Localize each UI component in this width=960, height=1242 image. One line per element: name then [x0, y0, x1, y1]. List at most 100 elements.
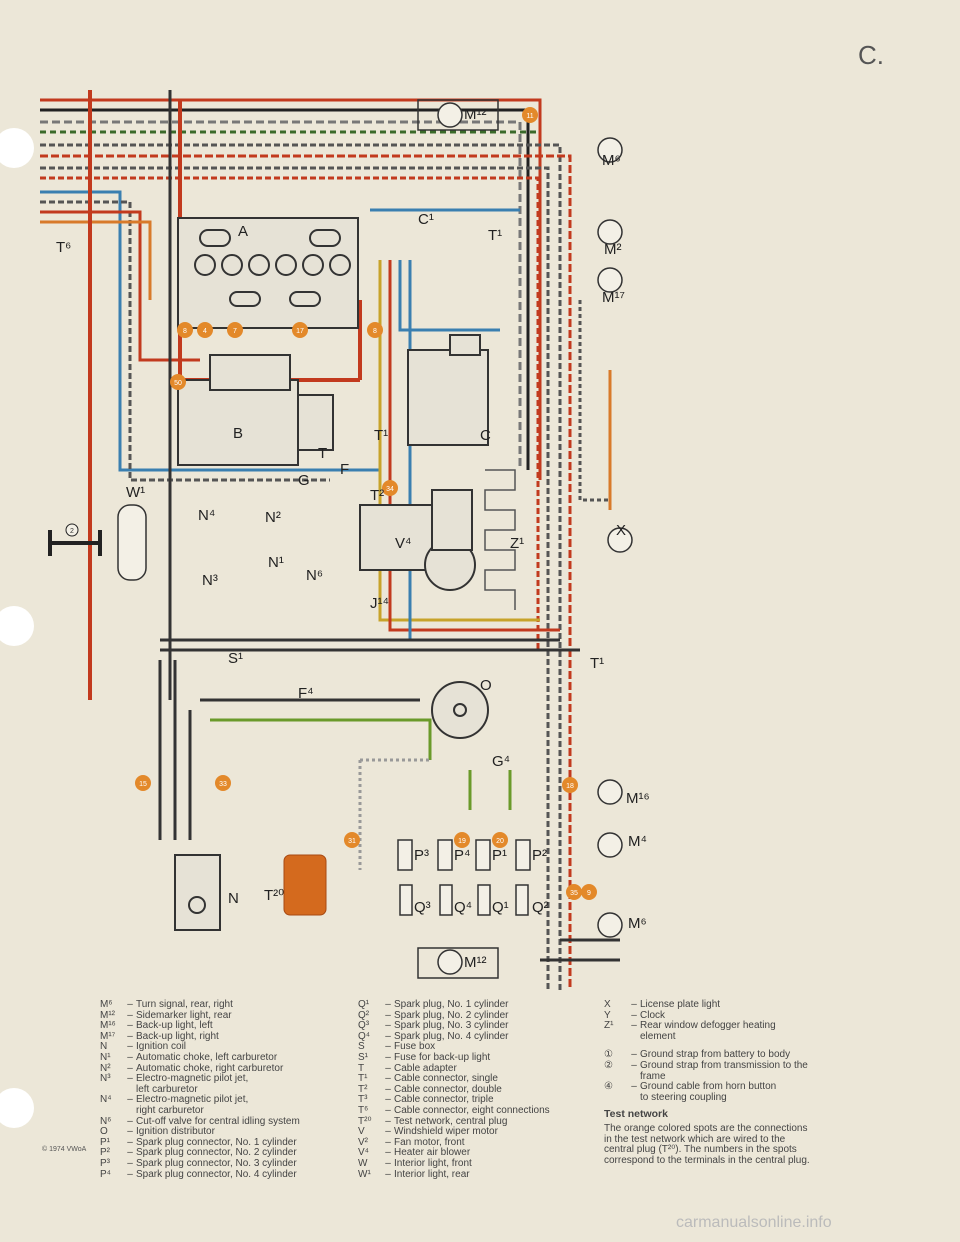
legend-row: Q⁴–Spark plug, No. 4 cylinder	[358, 1030, 509, 1042]
label-M12-bottom: M¹²	[464, 954, 487, 971]
interior-light-rear	[117, 504, 147, 581]
label-P3: P³	[414, 847, 429, 864]
spot-number: 8	[183, 328, 187, 335]
test-spot	[177, 322, 193, 338]
label-C1: C¹	[418, 211, 434, 228]
legend-row: V–Windshield wiper motor	[358, 1126, 498, 1138]
footer-watermark: carmanualsonline.info	[676, 1214, 832, 1231]
spot-number: 17	[296, 328, 304, 335]
legend-row: T–Cable adapter	[358, 1062, 457, 1074]
legend-row: T⁶–Cable connector, eight connections	[358, 1104, 550, 1116]
label-S1: S¹	[228, 650, 243, 667]
sheet-label: C.	[858, 40, 884, 70]
label-F4: F⁴	[298, 685, 314, 702]
spot-number: 15	[139, 781, 147, 788]
label-Q3: Q³	[414, 899, 431, 916]
binder-hole	[0, 128, 34, 168]
binder-hole	[0, 606, 34, 646]
legend-row: W–Interior light, front	[358, 1157, 472, 1169]
defogger-element	[484, 469, 516, 610]
label-N: N	[228, 890, 239, 907]
legend-row-continued: frame	[640, 1070, 666, 1082]
label-T1b: T¹	[374, 427, 388, 444]
ground-mark: 2	[70, 528, 74, 535]
legend-row: N–Ignition coil	[100, 1041, 187, 1053]
label-M17: M¹⁷	[602, 289, 625, 306]
label-G4: G⁴	[492, 753, 510, 770]
label-T: T	[318, 445, 327, 462]
spot-number: 20	[496, 838, 504, 845]
test-spot	[344, 832, 360, 848]
spot-number: 33	[219, 781, 227, 788]
legend-row: T³–Cable connector, triple	[358, 1094, 494, 1106]
copyright: © 1974 VWoA	[42, 1146, 87, 1153]
test-spot	[522, 107, 538, 123]
test-network-spots	[135, 107, 597, 900]
test-network-text: The orange colored spots are the connect…	[604, 1122, 810, 1166]
legend-row: Q³–Spark plug, No. 3 cylinder	[358, 1020, 509, 1032]
legend-row: Q¹–Spark plug, No. 1 cylinder	[358, 999, 509, 1010]
legend-row: Y–Clock	[604, 1009, 666, 1021]
label-T1: T¹	[488, 227, 502, 244]
spot-number: 4	[203, 328, 207, 335]
legend-row: X–License plate light	[604, 999, 721, 1010]
legend-column-2: Q¹–Spark plug, No. 1 cylinder Q²–Spark p…	[358, 999, 550, 1180]
legend-row: N¹–Automatic choke, left carburetor	[100, 1051, 278, 1063]
test-spot	[562, 777, 578, 793]
spot-number: 31	[348, 838, 356, 845]
label-M6: M⁶	[602, 152, 621, 169]
label-O: O	[480, 677, 492, 694]
test-network-title: Test network	[604, 1108, 668, 1121]
legend-row: T²⁰–Test network, central plug	[358, 1115, 508, 1127]
legend-row: P⁴–Spark plug connector, No. 4 cylinder	[100, 1168, 297, 1180]
spot-number: 50	[174, 380, 182, 387]
label-Q2: Q²	[532, 899, 549, 916]
label-G: G	[298, 472, 310, 489]
test-spot	[581, 884, 597, 900]
binder-hole	[0, 1088, 34, 1128]
label-M4: M⁴	[628, 833, 647, 850]
legend-row: W¹–Interior light, rear	[358, 1168, 470, 1180]
label-X: X	[616, 522, 626, 539]
legend-row: M⁶–Turn signal, rear, right	[100, 999, 233, 1010]
test-spot	[292, 322, 308, 338]
legend-row: S¹–Fuse for back-up light	[358, 1051, 491, 1063]
test-spot	[367, 322, 383, 338]
central-plug	[283, 854, 327, 916]
spot-number: 19	[458, 838, 466, 845]
legend-row: V²–Fan motor, front	[358, 1136, 465, 1148]
label-P2: P²	[532, 847, 547, 864]
legend-row: P¹–Spark plug connector, No. 1 cylinder	[100, 1136, 297, 1148]
label-P4: P⁴	[454, 847, 470, 864]
legend-row-continued: element	[640, 1030, 676, 1042]
legend-column-3: X–License plate light Y–Clock Z¹–Rear wi…	[604, 999, 814, 1166]
label-M5: M⁶	[628, 915, 647, 932]
starter-motor	[177, 354, 334, 466]
legend-row: M¹⁷–Back-up light, right	[100, 1030, 219, 1042]
distributor	[431, 681, 489, 739]
ground-strap	[48, 523, 102, 556]
test-spot	[454, 832, 470, 848]
label-Z1: Z¹	[510, 535, 524, 552]
test-spot	[227, 322, 243, 338]
legend-row: M¹⁶–Back-up light, left	[100, 1020, 213, 1032]
legend-row: S–Fuse box	[358, 1041, 436, 1053]
spot-number: 11	[526, 113, 533, 120]
legend-row: P²–Spark plug connector, No. 2 cylinder	[100, 1147, 297, 1159]
alternator	[407, 334, 489, 446]
wire-harness-top	[40, 90, 620, 990]
lamp-bulbs	[417, 99, 633, 979]
label-W1: W¹	[126, 484, 145, 501]
test-spot	[382, 480, 398, 496]
label-N2: N²	[265, 509, 281, 526]
spot-number: 8	[373, 328, 377, 335]
label-N1: N¹	[268, 554, 284, 571]
legend-row: Z¹–Rear window defogger heating	[604, 1020, 776, 1032]
label-A: A	[238, 223, 248, 240]
legend-row-continued: right carburetor	[136, 1104, 204, 1116]
legend-row-continued: to steering coupling	[640, 1091, 727, 1103]
legend-row: T²–Cable connector, double	[358, 1083, 502, 1095]
legend-row: N²–Automatic choke, right carburetor	[100, 1062, 284, 1074]
test-spot	[135, 775, 151, 791]
legend-row: P³–Spark plug connector, No. 3 cylinder	[100, 1157, 297, 1169]
